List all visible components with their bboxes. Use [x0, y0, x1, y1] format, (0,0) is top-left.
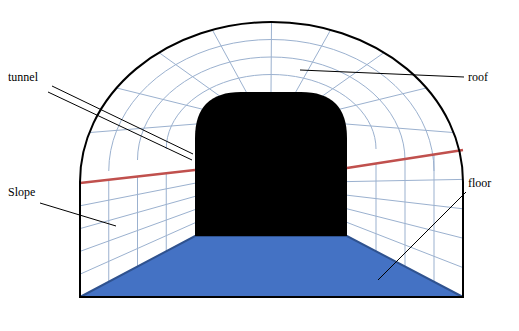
grid-line [405, 159, 406, 267]
leader-line [378, 192, 466, 280]
leader-lines [40, 70, 466, 280]
part-label: floor [468, 176, 491, 190]
part-label: roof [468, 70, 488, 84]
tunnel-outline-fill [80, 22, 463, 297]
floor-plane [80, 236, 463, 297]
grid-line [166, 173, 167, 251]
leader-line [40, 203, 116, 226]
part-label: Slope [8, 185, 35, 199]
grid-line [108, 180, 109, 282]
tunnel-outline [80, 22, 463, 297]
part-label: tunnel [8, 70, 38, 84]
grid-line [80, 183, 195, 206]
red-line [80, 170, 195, 183]
tunnel-opening [195, 92, 347, 236]
grid-line [347, 179, 463, 181]
grid-line [80, 196, 195, 228]
red-line [347, 150, 463, 168]
leader-line [52, 86, 193, 154]
leader-line [300, 70, 464, 77]
grid-line [376, 164, 377, 252]
grid-line [347, 209, 463, 238]
leader-line [48, 92, 192, 160]
grid-line [137, 177, 138, 267]
grid-line [347, 195, 463, 209]
grid-line [434, 155, 435, 282]
